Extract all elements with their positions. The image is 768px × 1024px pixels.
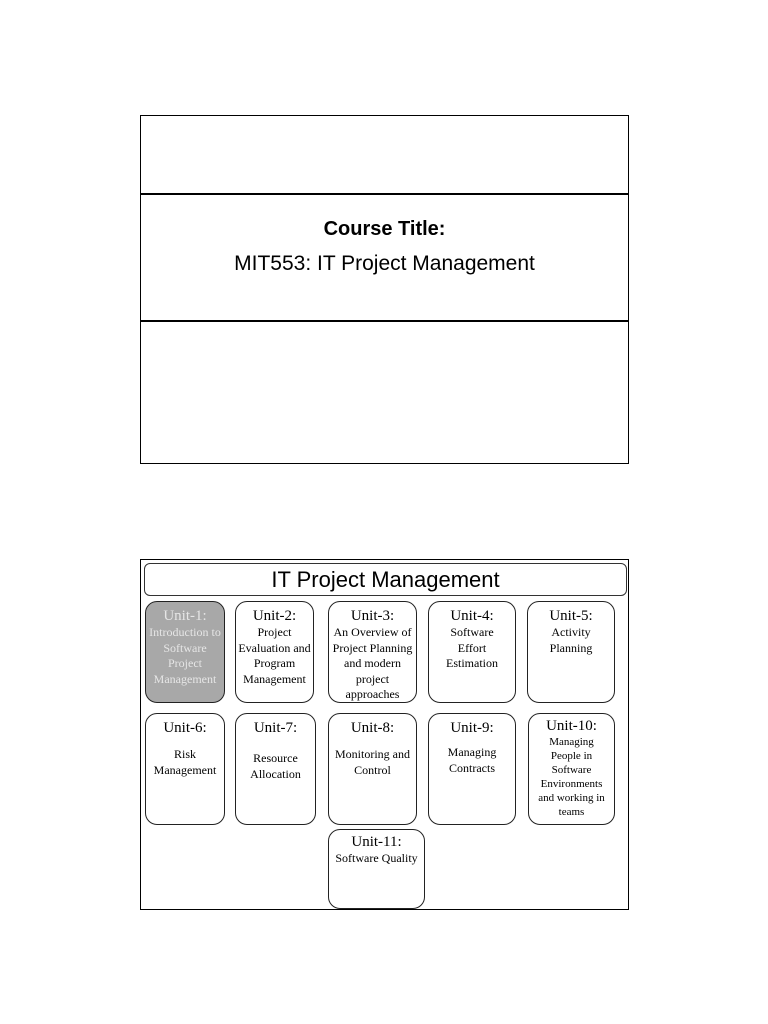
unit-desc: Software Quality [335,851,418,865]
course-name: MIT553: IT Project Management [234,252,535,275]
unit-2-box[interactable]: Unit-2: Project Evaluation and Program M… [235,601,314,703]
divider [141,193,628,195]
unit-label: Unit-6: [163,720,207,736]
unit-desc: Managing Contracts [447,745,497,775]
unit-label: Unit-11: [351,834,402,850]
unit-label: Unit-9: [450,720,494,736]
unit-1-box[interactable]: Unit-1: Introduction to Software Project… [145,601,225,703]
unit-3-box[interactable]: Unit-3: An Overview of Project Planning … [328,601,417,703]
course-title-heading: Course Title: [323,218,446,240]
unit-label: Unit-8: [350,720,395,736]
unit-desc: An Overview of Project Planning and mode… [332,625,413,701]
unit-label: Unit-7: [253,720,298,736]
unit-9-box[interactable]: Unit-9: Managing Contracts [428,713,516,825]
unit-11-box[interactable]: Unit-11: Software Quality [328,829,425,909]
unit-desc: Resource Allocation [250,751,301,781]
unit-6-box[interactable]: Unit-6: Risk Management [145,713,225,825]
unit-desc: Managing People in Software Environments… [538,736,605,818]
unit-10-box[interactable]: Unit-10: Managing People in Software Env… [528,713,615,825]
divider [141,320,628,322]
unit-label: Unit-3: [350,608,395,624]
unit-label: Unit-1: [163,608,207,624]
slide-title: IT Project Management [144,563,627,596]
units-slide: IT Project Management Unit-1: Introducti… [140,559,629,910]
unit-desc: Risk Management [153,747,217,777]
course-title-slide: Course Title: MIT553: IT Project Managem… [140,115,629,464]
unit-8-box[interactable]: Unit-8: Monitoring and Control [328,713,417,825]
unit-4-box[interactable]: Unit-4: Software Effort Estimation [428,601,516,703]
unit-desc: Introduction to Software Project Managem… [149,625,221,686]
unit-label: Unit-2: [252,608,297,624]
unit-desc: Software Effort Estimation [446,625,498,670]
unit-label: Unit-10: [546,718,597,734]
unit-label: Unit-5: [549,608,593,624]
unit-desc: Activity Planning [549,625,593,655]
unit-7-box[interactable]: Unit-7: Resource Allocation [235,713,316,825]
unit-desc: Monitoring and Control [335,747,410,777]
unit-5-box[interactable]: Unit-5: Activity Planning [527,601,615,703]
unit-desc: Project Evaluation and Program Managemen… [238,625,311,686]
unit-label: Unit-4: [450,608,494,624]
